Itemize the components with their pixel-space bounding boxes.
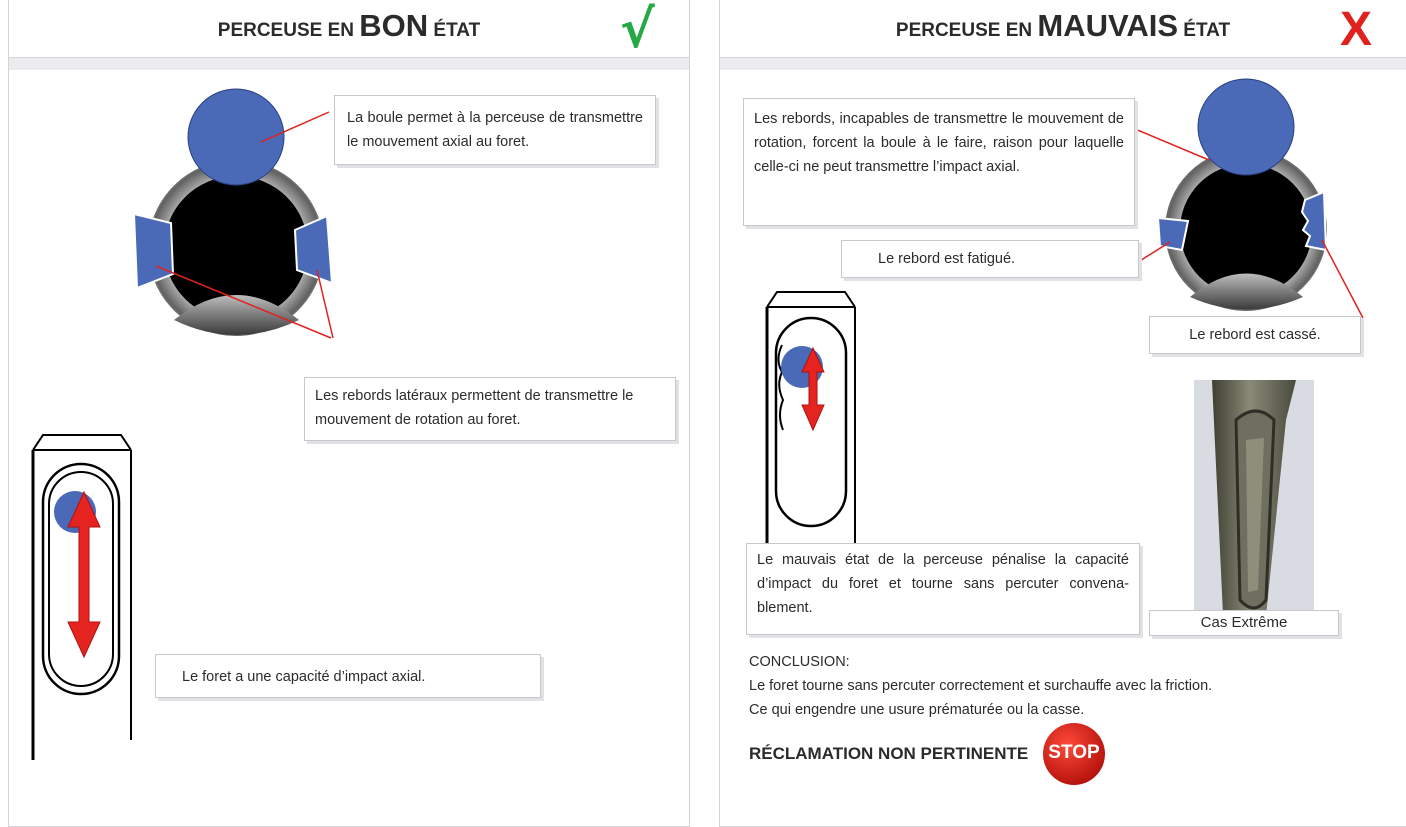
good-shank-diagram <box>31 434 132 760</box>
claim-status: RÉCLAMATION NON PERTINENTE <box>749 744 1029 763</box>
drive-ball <box>187 88 285 186</box>
check-icon: √ <box>620 0 655 60</box>
worn-slot-outer <box>774 316 848 528</box>
bad-title-prefix: PERCEUSE EN <box>895 20 1038 41</box>
photo-caption: Cas Extrême <box>1149 610 1339 636</box>
worn-shank-photo <box>1194 380 1314 636</box>
conclusion-label: CONCLUSION: <box>749 654 850 670</box>
good-state-header: PERCEUSE EN BON ÉTAT √ <box>9 0 689 58</box>
worn-shank-tip <box>766 291 856 308</box>
good-state-title: PERCEUSE EN BON ÉTAT <box>9 8 689 44</box>
ball-note: La boule permet à la perceuse de transme… <box>334 95 656 165</box>
good-title-emphasis: BON <box>359 8 429 43</box>
axial-arrow <box>67 490 101 659</box>
drive-ball-worn <box>1197 78 1295 176</box>
shank-slot-outer <box>41 462 121 696</box>
rim-pointer-right <box>316 269 334 339</box>
good-title-prefix: PERCEUSE EN <box>217 20 360 41</box>
rims-note: Les rebords latéraux permettent de trans… <box>304 377 676 441</box>
chuck-bore-worn <box>1180 164 1312 296</box>
fatigued-rim-note: Le rebord est fatigué. <box>841 240 1139 278</box>
stop-sign-icon: STOP <box>1042 722 1106 786</box>
worn-slot-edge <box>777 344 785 431</box>
conclusion-line-1: Le foret tourne sans percuter correcteme… <box>749 678 1213 694</box>
bad-title-emphasis: MAUVAIS <box>1037 8 1179 43</box>
worn-rims-note: Les rebords, incapables de transmettre l… <box>743 98 1135 226</box>
ball-pointer <box>260 111 330 143</box>
stop-sign-label: STOP <box>1048 742 1100 763</box>
bad-chuck-diagram <box>1134 78 1364 319</box>
broken-rim-pointer <box>1321 239 1364 319</box>
worn-ball-pointer <box>1134 128 1210 161</box>
impact-note: Le foret a une capacité d’impact axial. <box>155 654 541 698</box>
fatigued-rim <box>1156 216 1190 252</box>
cross-icon: X <box>1340 3 1373 56</box>
fatigued-rim-pointer <box>1137 241 1171 263</box>
broken-rim-note: Le rebord est cassé. <box>1149 316 1361 354</box>
chuck-bottom-lip-worn <box>1190 273 1303 310</box>
bad-state-title: PERCEUSE EN MAUVAIS ÉTAT <box>720 8 1406 44</box>
bad-shank-diagram <box>765 291 856 550</box>
shank-tip <box>32 434 132 451</box>
worn-axial-arrow <box>801 346 825 432</box>
chuck-bottom-lip <box>174 295 299 335</box>
good-chuck-diagram <box>132 88 334 339</box>
good-state-panel: PERCEUSE EN BON ÉTAT √ La boule permet à… <box>8 0 690 827</box>
bad-state-panel: PERCEUSE EN MAUVAIS ÉTAT X Les rebords, … <box>719 0 1406 827</box>
right-rim <box>293 214 334 285</box>
bad-title-suffix: ÉTAT <box>1178 20 1231 41</box>
bad-header-strip <box>720 58 1406 70</box>
bad-state-note: Le mauvais état de la perceuse pénalise … <box>746 543 1140 635</box>
good-header-strip <box>9 58 689 70</box>
broken-rim <box>1300 190 1328 252</box>
shank-slot-inner <box>48 471 114 687</box>
bad-state-header: PERCEUSE EN MAUVAIS ÉTAT X <box>720 0 1406 58</box>
rim-pointer-left <box>155 265 332 339</box>
good-title-suffix: ÉTAT <box>428 20 481 41</box>
conclusion-line-2: Ce qui engendre une usure prématurée ou … <box>749 702 1085 718</box>
